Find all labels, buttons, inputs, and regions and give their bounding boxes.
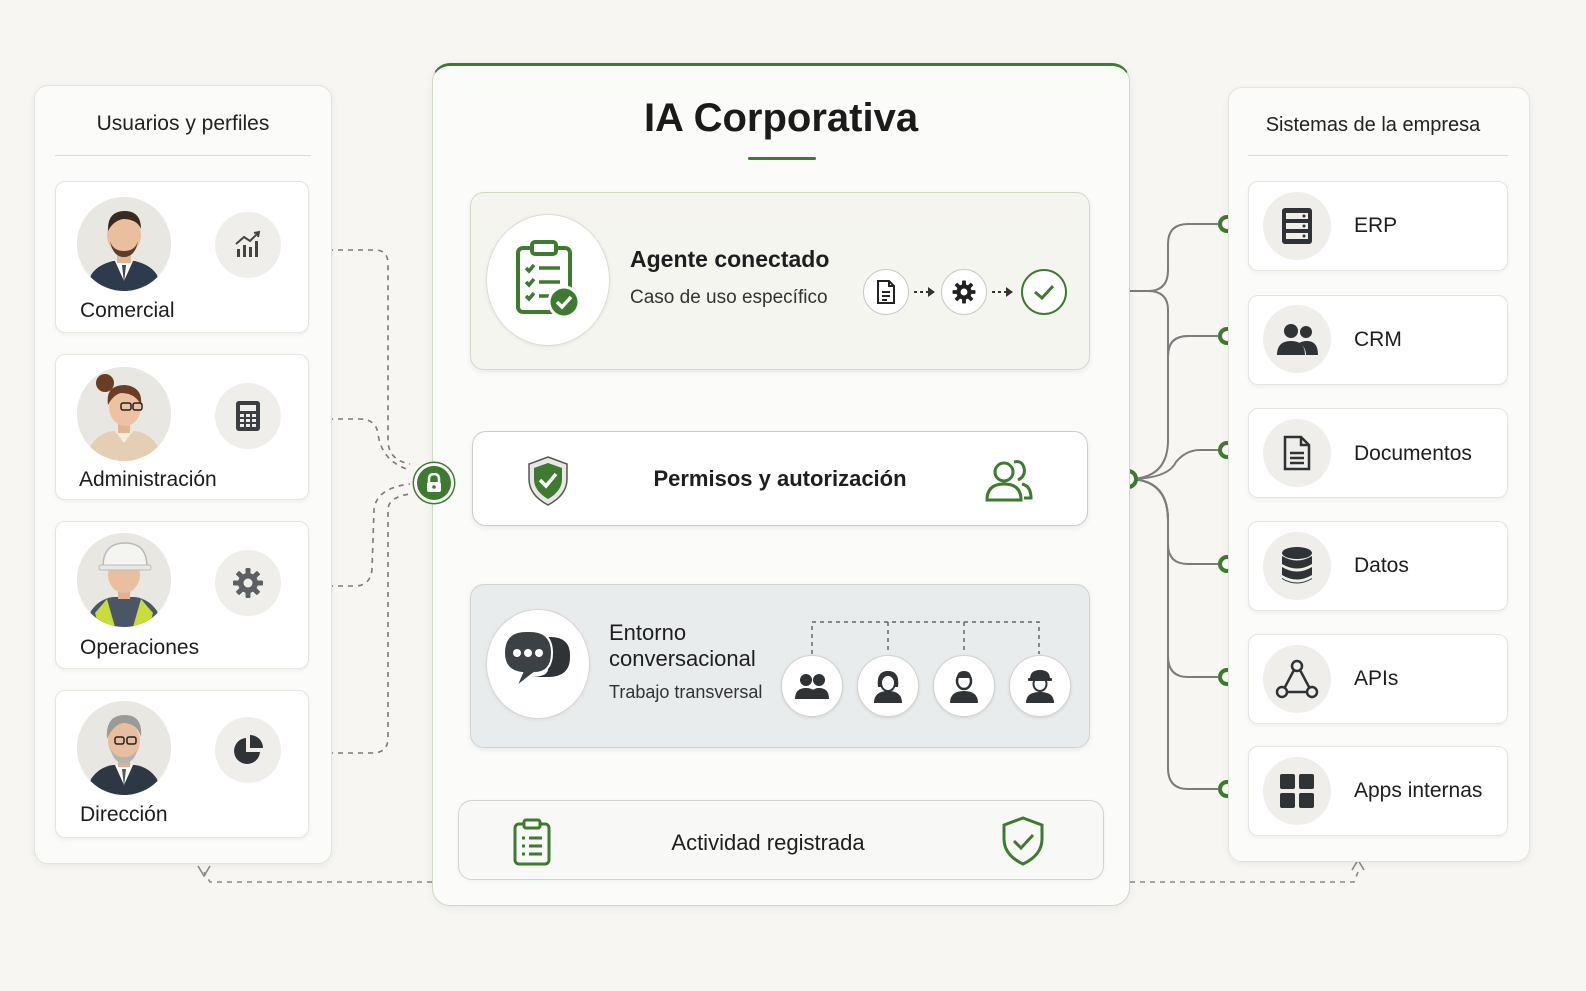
- conversation-title-line2: conversacional: [609, 646, 756, 671]
- lock-icon: [414, 463, 454, 503]
- worker-icon: [1009, 655, 1071, 717]
- agent-disc: [486, 214, 610, 346]
- user-label-administracion: Administración: [79, 468, 217, 491]
- shield-check-icon: [525, 455, 571, 512]
- avatar-direccion: [77, 701, 171, 795]
- users-icon: [1263, 305, 1331, 373]
- document-icon: [863, 269, 909, 315]
- grid-icon: [1263, 757, 1331, 825]
- system-label-apis: APIs: [1354, 667, 1399, 690]
- server-icon: [1263, 192, 1331, 260]
- flow-arrow-1: [913, 285, 937, 304]
- clipboard-check-icon: [514, 240, 582, 325]
- title-underline: [748, 157, 816, 160]
- activity-label: Actividad registrada: [671, 830, 865, 855]
- system-label-documentos: Documentos: [1354, 442, 1472, 465]
- roles-bracket: [805, 618, 1045, 663]
- system-label-erp: ERP: [1354, 214, 1398, 237]
- pie-chart-icon: [215, 717, 281, 783]
- clipboard-list-icon: [512, 818, 552, 871]
- database-icon: [1263, 532, 1331, 600]
- group-icon: [781, 655, 843, 717]
- avatar-administracion: [77, 367, 171, 461]
- avatar-operaciones: [77, 533, 171, 627]
- calculator-icon: [215, 383, 281, 449]
- gear-icon: [941, 269, 987, 315]
- user-label-operaciones: Operaciones: [80, 636, 200, 659]
- users-panel-divider: [55, 155, 311, 156]
- activity-block[interactable]: [458, 800, 1104, 880]
- conversation-subtitle: Trabajo transversal: [609, 682, 763, 702]
- flow-arrow-2: [991, 285, 1015, 304]
- permissions-block[interactable]: [472, 431, 1088, 526]
- users-outline-icon: [984, 456, 1034, 507]
- users-panel-title: Usuarios y perfiles: [96, 112, 270, 135]
- system-label-datos: Datos: [1354, 554, 1409, 577]
- document-icon: [1263, 419, 1331, 487]
- woman-icon: [857, 655, 919, 717]
- user-label-comercial: Comercial: [80, 299, 175, 322]
- gear-icon: [215, 550, 281, 616]
- systems-panel-divider: [1248, 155, 1508, 156]
- system-label-crm: CRM: [1354, 328, 1402, 351]
- conversation-title-line1: Entorno: [609, 620, 687, 645]
- user-label-direccion: Dirección: [80, 803, 168, 826]
- network-icon: [1263, 645, 1331, 713]
- systems-panel-title: Sistemas de la empresa: [1265, 114, 1481, 136]
- chat-bubbles-icon: [500, 627, 576, 704]
- system-label-apps-internas: Apps internas: [1354, 779, 1483, 802]
- agent-title: Agente conectado: [630, 246, 830, 272]
- page-title: IA Corporativa: [643, 96, 919, 140]
- growth-chart-icon: [215, 212, 281, 278]
- avatar-comercial: [77, 197, 171, 291]
- man-icon: [933, 655, 995, 717]
- agent-subtitle: Caso de uso específico: [630, 287, 828, 308]
- shield-outline-icon: [1000, 815, 1046, 872]
- check-icon: [1021, 269, 1067, 315]
- permissions-label: Permisos y autorización: [653, 466, 907, 491]
